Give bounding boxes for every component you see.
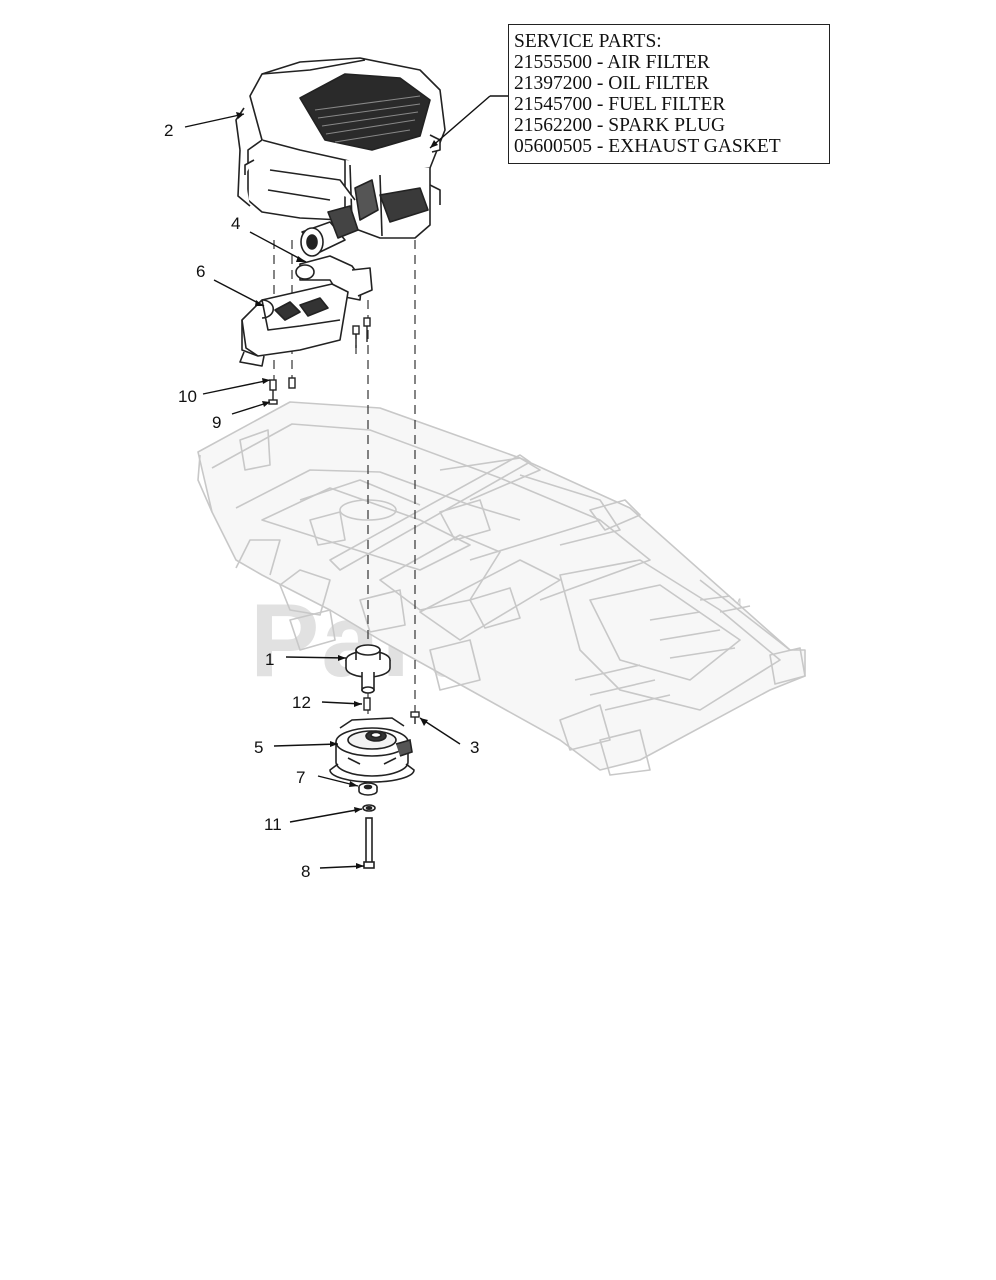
service-part-air-filter: 21555500 - AIR FILTER <box>514 52 710 73</box>
service-part-exhaust-gasket: 05600505 - EXHAUST GASKET <box>514 136 781 157</box>
pulley <box>345 644 391 694</box>
callout-4: 4 <box>231 214 240 233</box>
callout-numbers: 1 2 3 4 5 6 7 8 9 10 11 12 <box>164 121 479 881</box>
engine <box>235 57 446 257</box>
callout-12: 12 <box>292 693 311 712</box>
service-parts-title: SERVICE PARTS: <box>514 31 662 52</box>
washers-bolt <box>358 782 378 869</box>
callout-10: 10 <box>178 387 197 406</box>
leader-arrows <box>236 112 438 869</box>
callout-1: 1 <box>265 650 274 669</box>
leader-lines <box>184 95 508 869</box>
callout-3: 3 <box>470 738 479 757</box>
service-part-oil-filter: 21397200 - OIL FILTER <box>514 73 710 94</box>
service-part-fuel-filter: 21545700 - FUEL FILTER <box>514 94 726 115</box>
callout-7: 7 <box>296 768 305 787</box>
callout-6: 6 <box>196 262 205 281</box>
callout-2: 2 <box>164 121 173 140</box>
callout-9: 9 <box>212 413 221 432</box>
service-parts-box: SERVICE PARTS: 21555500 - AIR FILTER 213… <box>508 24 830 164</box>
service-part-spark-plug: 21562200 - SPARK PLUG <box>514 115 726 136</box>
key <box>363 697 371 711</box>
callout-11: 11 <box>264 815 282 834</box>
pto-clutch <box>329 717 415 783</box>
callout-5: 5 <box>254 738 263 757</box>
chassis-frame <box>197 401 806 776</box>
callout-8: 8 <box>301 862 310 881</box>
hardware <box>268 317 420 724</box>
muffler <box>239 255 373 367</box>
